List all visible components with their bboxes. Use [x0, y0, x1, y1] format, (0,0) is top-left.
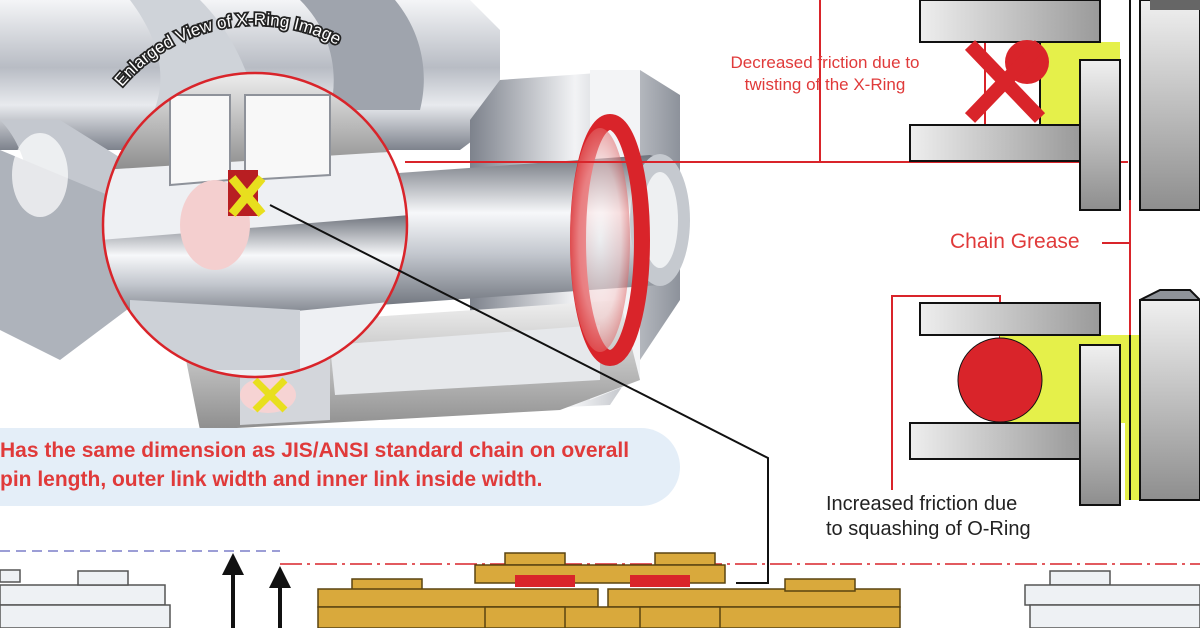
- dimension-banner: [0, 428, 680, 506]
- o-ring-callout-line1: Increased friction due: [826, 493, 1018, 515]
- dimension-note-line1: Has the same dimension as JIS/ANSI stand…: [0, 439, 630, 462]
- dimension-note: Has the same dimension as JIS/ANSI stand…: [0, 436, 629, 494]
- x-ring-cross-magnified: [228, 170, 266, 217]
- o-ring-cross-section: [909, 289, 1200, 506]
- x-ring-cross-section: [909, 0, 1200, 211]
- bottom-chain: [0, 550, 1200, 628]
- x-ring-callout-line2: twisting of the X-Ring: [744, 75, 906, 94]
- magnifier-view: [103, 73, 407, 377]
- chain-grease-label: Chain Grease: [950, 230, 1080, 253]
- o-ring-callout-line2: to squashing of O-Ring: [826, 518, 1031, 540]
- x-ring-cross-small: [252, 377, 288, 413]
- magnifier-circle: [101, 71, 409, 379]
- dimension-note-line2: pin length, outer link width and inner l…: [0, 468, 543, 491]
- x-ring-friction-callout: Decreased friction due to twisting of th…: [690, 52, 960, 96]
- o-ring-friction-callout: Increased friction due to squashing of O…: [826, 492, 1031, 542]
- x-ring-callout-line1: Decreased friction due to: [730, 53, 920, 72]
